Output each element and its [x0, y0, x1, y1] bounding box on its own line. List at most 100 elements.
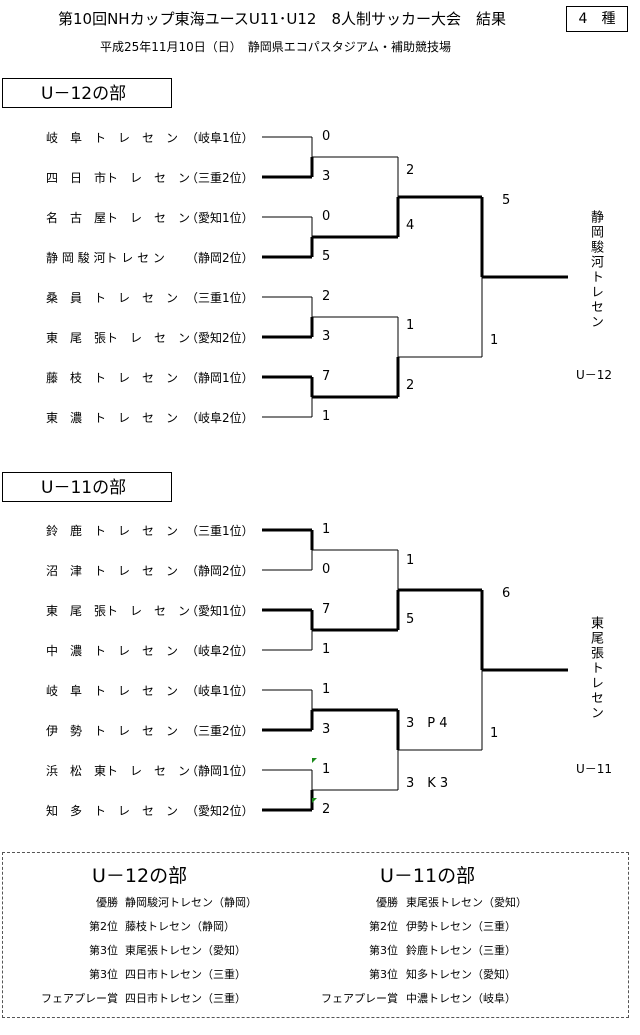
- u11-champion: 東尾張トレセン: [588, 616, 603, 721]
- result-rank: 第3位: [89, 944, 118, 957]
- result-rank: 第2位: [89, 920, 118, 933]
- r2-score: 1: [406, 318, 415, 333]
- result-team: 東尾張トレセン（愛知）: [125, 944, 246, 957]
- team-row: 伊 勢 ト レ セ ン（三重2位）: [46, 722, 261, 738]
- team-prefecture: （三重1位）: [186, 291, 254, 305]
- team-prefecture: （愛知2位）: [186, 804, 254, 818]
- team-prefecture: （静岡1位）: [186, 371, 254, 385]
- result-team: 中濃トレセン（岐阜）: [406, 992, 516, 1005]
- team-name: 沼 津 ト レ セ ン: [46, 564, 179, 578]
- result-team: 四日市トレセン（三重）: [125, 968, 246, 981]
- result-rank: フェアプレー賞: [41, 992, 118, 1005]
- team-row: 岐 阜 ト レ セ ン （岐阜1位）: [46, 129, 261, 145]
- result-rank: 第3位: [89, 968, 118, 981]
- team-prefecture: （岐阜1位）: [186, 684, 254, 698]
- result-team: 静岡駿河トレセン（静岡）: [125, 896, 257, 909]
- team-name: 伊 勢 ト レ セ ン: [46, 724, 179, 738]
- sf-score: 1: [490, 726, 499, 741]
- result-team: 知多トレセン（愛知）: [406, 968, 516, 981]
- page-subtitle: 平成25年11月10日（日） 静岡県エコパスタジアム・補助競技場: [100, 40, 451, 54]
- team-name: 藤 枝 ト レ セ ン: [46, 371, 179, 385]
- team-row: 浜 松 東ト レ セ ン（静岡1位）: [46, 762, 261, 778]
- team-row: 四 日 市ト レ セ ン（三重2位）: [46, 169, 261, 185]
- team-prefecture: （愛知1位）: [186, 604, 254, 618]
- result-team: 伊勢トレセン（三重）: [406, 920, 516, 933]
- r2-score: 5: [406, 612, 415, 627]
- r2-score: 2: [406, 163, 415, 178]
- team-prefecture: （静岡2位）: [186, 564, 254, 578]
- flag-mark: [312, 798, 317, 803]
- division-badge: 4 種: [566, 6, 628, 32]
- team-prefecture: （三重1位）: [186, 524, 254, 538]
- team-name: 鈴 鹿 ト レ セ ン: [46, 524, 179, 538]
- team-name: 東 濃 ト レ セ ン: [46, 411, 179, 425]
- team-name: 東 尾 張ト レ セ ン: [46, 331, 191, 345]
- result-rank: 優勝: [376, 896, 398, 909]
- results-u12-heading: U－12の部: [92, 865, 188, 887]
- team-row: 岐 阜 ト レ セ ン （岐阜1位）: [46, 682, 261, 698]
- r2-score: 2: [406, 378, 415, 393]
- r1-score: 0: [322, 562, 331, 577]
- team-row: 東 濃 ト レ セ ン （岐阜2位）: [46, 409, 261, 425]
- r2-score: 3 P 4: [406, 716, 448, 731]
- u11-champion-label: U－11: [576, 762, 613, 776]
- flag-mark: [312, 758, 317, 763]
- r1-score: 1: [322, 522, 331, 537]
- team-name: 浜 松 東ト レ セ ン: [46, 764, 191, 778]
- sf-score: 6: [502, 586, 511, 601]
- team-prefecture: （静岡1位）: [186, 764, 254, 778]
- team-prefecture: （静岡2位）: [186, 251, 254, 265]
- team-row: 藤 枝 ト レ セ ン （静岡1位）: [46, 369, 261, 385]
- u12-champion: 静岡駿河トレセン: [588, 210, 603, 330]
- r1-score: 5: [322, 249, 331, 264]
- team-prefecture: （岐阜2位）: [186, 411, 254, 425]
- r2-score: 4: [406, 218, 415, 233]
- team-name: 名 古 屋ト レ セ ン: [46, 211, 191, 225]
- result-rank: 第3位: [369, 944, 398, 957]
- sf-score: 5: [502, 193, 511, 208]
- team-name: 桑 員 ト レ セ ン: [46, 291, 179, 305]
- team-row: 鈴 鹿 ト レ セ ン （三重1位）: [46, 522, 261, 538]
- r1-score: 1: [322, 409, 331, 424]
- team-prefecture: （岐阜1位）: [186, 131, 254, 145]
- team-name: 東 尾 張ト レ セ ン: [46, 604, 191, 618]
- r1-score: 7: [322, 602, 331, 617]
- result-rank: 第2位: [369, 920, 398, 933]
- page-title: 第10回NHカップ東海ユースU11･U12 8人制サッカー大会 結果: [58, 10, 507, 28]
- results-box: [2, 852, 629, 1018]
- u11-section-label: U－11の部: [2, 472, 172, 502]
- team-prefecture: （愛知1位）: [186, 211, 254, 225]
- team-row: 中 濃 ト レ セ ン（岐阜2位）: [46, 642, 261, 658]
- team-row: 静 岡 駿 河ト レ セ ン （静岡2位）: [46, 249, 261, 265]
- r1-score: 1: [322, 642, 331, 657]
- team-row: 名 古 屋ト レ セ ン（愛知1位）: [46, 209, 261, 225]
- r1-score: 2: [322, 289, 331, 304]
- u12-section-label: U－12の部: [2, 78, 172, 108]
- team-row: 桑 員 ト レ セ ン （三重1位）: [46, 289, 261, 305]
- r1-score: 0: [322, 209, 331, 224]
- result-team: 東尾張トレセン（愛知）: [406, 896, 527, 909]
- result-rank: 第3位: [369, 968, 398, 981]
- sf-score: 1: [490, 333, 499, 348]
- team-row: 沼 津 ト レ セ ン （静岡2位）: [46, 562, 261, 578]
- r1-score: 7: [322, 369, 331, 384]
- r1-score: 2: [322, 802, 331, 817]
- r1-score: 3: [322, 329, 331, 344]
- result-team: 藤枝トレセン（静岡）: [125, 920, 235, 933]
- r1-score: 1: [322, 762, 331, 777]
- r2-score: 1: [406, 553, 415, 568]
- team-name: 知 多 ト レ セ ン: [46, 804, 179, 818]
- results-u11-heading: U－11の部: [380, 865, 476, 887]
- team-prefecture: （岐阜2位）: [186, 644, 254, 658]
- team-name: 静 岡 駿 河ト レ セ ン: [46, 251, 165, 265]
- team-name: 岐 阜 ト レ セ ン: [46, 131, 179, 145]
- team-row: 東 尾 張ト レ セ ン（愛知2位）: [46, 329, 261, 345]
- r1-score: 3: [322, 722, 331, 737]
- team-name: 岐 阜 ト レ セ ン: [46, 684, 179, 698]
- team-prefecture: （愛知2位）: [186, 331, 254, 345]
- u12-champion-label: U－12: [576, 368, 613, 382]
- r1-score: 1: [322, 682, 331, 697]
- r1-score: 0: [322, 129, 331, 144]
- team-row: 知 多 ト レ セ ン （愛知2位）: [46, 802, 261, 818]
